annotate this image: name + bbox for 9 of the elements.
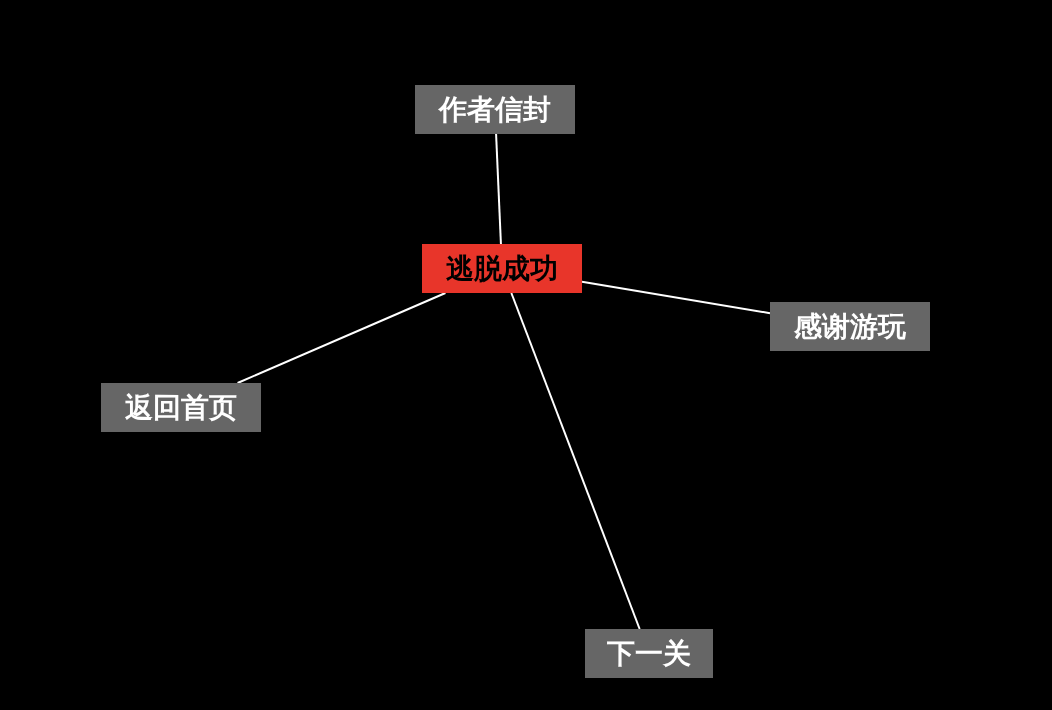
- connector-line: [581, 280, 771, 315]
- connector-line: [510, 292, 641, 630]
- menu-box: 感谢游玩: [770, 302, 930, 351]
- menu-box: 返回首页: [101, 383, 261, 432]
- menu-box: 下一关: [585, 629, 713, 678]
- menu-box: 作者信封: [415, 85, 575, 134]
- connector-line: [236, 292, 447, 384]
- center-box: 逃脱成功: [422, 244, 582, 293]
- connector-line: [495, 133, 502, 245]
